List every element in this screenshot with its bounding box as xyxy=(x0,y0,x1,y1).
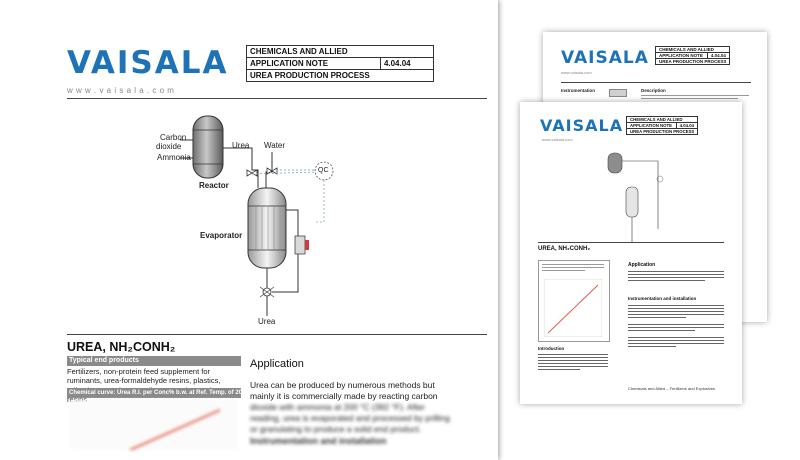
label-evaporator: Evaporator xyxy=(200,231,243,240)
back-page-2: VAISALA www.vaisala.com CHEMICALS AND AL… xyxy=(520,102,742,404)
footer-text: Chemicals and Allied – Fertilizers and E… xyxy=(628,386,715,391)
water-valve-icon xyxy=(266,167,278,175)
uses-box xyxy=(538,260,610,342)
refractometer-image xyxy=(609,89,627,97)
website-url: www.vaisala.com xyxy=(561,70,592,75)
section-title: UREA, NH₂CONH₂ xyxy=(538,246,590,252)
website-url: w w w . v a i s a l a . c o m xyxy=(67,86,175,95)
application-text-line-1: Urea can be produced by numerous methods… xyxy=(250,380,435,390)
curve-bar: Chemical curve: Urea R.I. per Conc% b.w.… xyxy=(67,388,241,398)
vaisala-logo: VAISALA xyxy=(561,48,649,68)
application-text xyxy=(628,271,724,283)
header-note-label: APPLICATION NOTE xyxy=(246,57,381,70)
instrumentation-heading: Instrumentation and installation xyxy=(250,436,387,446)
introduction-text xyxy=(538,354,608,372)
vaisala-logo: VAISALA xyxy=(67,45,229,81)
vaisala-logo: VAISALA xyxy=(540,116,624,135)
header-category: CHEMICALS AND ALLIED xyxy=(246,45,434,58)
application-text-line-4: reading, urea is evaporated and processe… xyxy=(250,413,450,423)
header-note-number: 4.04.04 xyxy=(379,57,435,70)
label-urea-bottom: Urea xyxy=(258,317,276,326)
instrumentation-label: Instrumentation xyxy=(561,88,596,93)
typical-uses-bar: Typical end products xyxy=(67,356,241,366)
label-ammonia: Ammonia xyxy=(157,153,191,162)
instrumentation-row: Instrumentation Description xyxy=(561,87,751,101)
label-qc: QC xyxy=(318,167,329,174)
label-carbon: Carbon xyxy=(160,133,187,142)
section-divider xyxy=(67,334,487,335)
website-url: www.vaisala.com xyxy=(542,137,573,142)
label-urea-top: Urea xyxy=(232,141,250,150)
label-reactor: Reactor xyxy=(199,181,229,190)
application-heading: Application xyxy=(628,262,656,268)
description-text xyxy=(641,95,749,101)
curve-line xyxy=(129,409,221,450)
instrumentation-heading: Instrumentation and installation xyxy=(628,296,697,301)
reactor-vessel xyxy=(192,115,224,179)
refractometer-sensor xyxy=(294,235,306,255)
refractive-index-chart xyxy=(70,400,238,450)
instrumentation-text xyxy=(628,305,724,349)
process-diagram xyxy=(180,115,334,316)
urea-valve-icon xyxy=(246,169,258,177)
label-water: Water xyxy=(264,141,286,150)
header-process: UREA PRODUCTION PROCESS xyxy=(246,69,434,82)
application-text-line-2: mainly it is commercially made by reacti… xyxy=(250,391,438,401)
qc-controller xyxy=(314,161,334,181)
evaporator-vessel xyxy=(625,186,639,218)
typical-uses-text: Fertilizers, non-protein feed supplement… xyxy=(67,367,230,405)
header-process: UREA PRODUCTION PROCESS xyxy=(625,128,699,135)
section-divider xyxy=(538,242,724,243)
divider xyxy=(561,82,751,83)
section-title: UREA, NH₂CONH₂ xyxy=(67,340,176,354)
application-text-line-5: or granulating to produce a solid end pr… xyxy=(250,424,422,434)
application-text-line-3: dioxide with ammonia at 200 °C (392 °F).… xyxy=(250,402,425,412)
label-dioxide: dioxide xyxy=(156,142,182,151)
introduction-heading: Introduction xyxy=(538,346,565,351)
front-page: VAISALA w w w . v a i s a l a . c o m CH… xyxy=(67,45,487,450)
mini-chart xyxy=(544,279,602,337)
description-label: Description xyxy=(641,88,666,93)
header-divider xyxy=(67,98,487,99)
header-note-label: APPLICATION NOTE xyxy=(655,52,708,59)
process-diagram xyxy=(607,152,664,243)
reactor-vessel xyxy=(607,152,623,174)
header-process: UREA PRODUCTION PROCESS xyxy=(654,58,731,65)
application-heading: Application xyxy=(250,358,304,370)
header-note-label: APPLICATION NOTE xyxy=(626,122,677,129)
